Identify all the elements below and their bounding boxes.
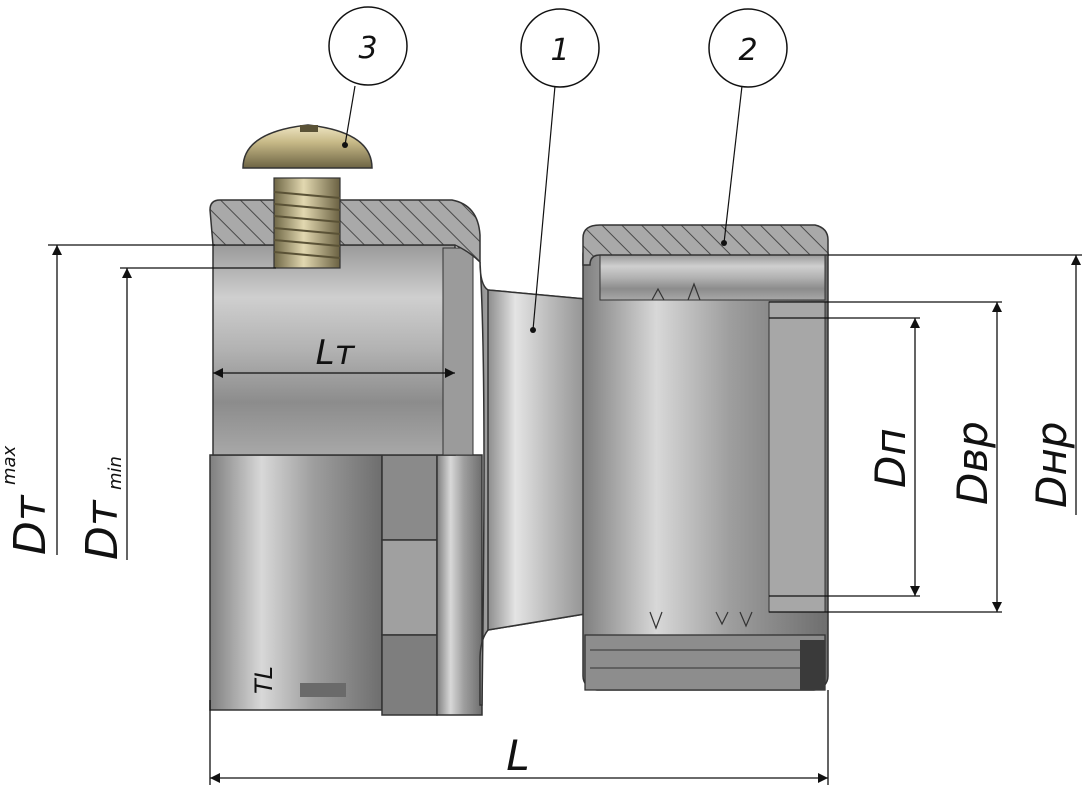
union-nut bbox=[582, 224, 829, 691]
leader-dot-2 bbox=[721, 240, 727, 246]
socket-body: ТL bbox=[209, 199, 483, 716]
callout-2-label: 2 bbox=[738, 33, 757, 68]
callout-3-label: 3 bbox=[358, 31, 377, 66]
dvr-label: Dвр bbox=[948, 421, 997, 505]
label-dt-max: Dт max bbox=[0, 445, 56, 555]
callout-1: 1 bbox=[520, 8, 600, 88]
nut-lower-ring bbox=[584, 634, 826, 691]
marking-text: ТL bbox=[250, 666, 278, 694]
teeth-bottom bbox=[649, 611, 753, 630]
teeth-top bbox=[651, 282, 701, 301]
dt-max-text: Dт bbox=[5, 494, 56, 555]
dnr-label: Dнр bbox=[1027, 422, 1076, 508]
socket-lower-body bbox=[209, 454, 383, 711]
dt-min-text: Dт bbox=[77, 499, 128, 560]
dt-max-sup: max bbox=[0, 445, 20, 485]
dp-label: Dп bbox=[866, 428, 915, 488]
l-label: L bbox=[506, 731, 529, 780]
callout-3: 3 bbox=[328, 6, 408, 86]
nut-bore bbox=[599, 254, 826, 301]
leader-dot-1 bbox=[530, 327, 536, 333]
cone-main bbox=[487, 289, 598, 631]
hex-face-1 bbox=[381, 454, 438, 541]
dimension-lines bbox=[48, 244, 1082, 785]
callout-2: 2 bbox=[708, 8, 788, 88]
dt-min-sub: min bbox=[105, 456, 126, 490]
nut-wall-section bbox=[582, 224, 829, 266]
screw-slot bbox=[300, 125, 318, 132]
socket-bore-step bbox=[442, 247, 474, 456]
nut-inner-right bbox=[768, 301, 826, 613]
body-marking: ТL bbox=[250, 666, 346, 697]
callout-leaders bbox=[344, 85, 743, 331]
hex-face-3 bbox=[381, 634, 438, 716]
socket-bore bbox=[212, 244, 456, 456]
hex-face-4 bbox=[436, 454, 483, 716]
label-dt-min: Dт min bbox=[77, 456, 128, 560]
leader-dot-3 bbox=[342, 142, 348, 148]
nut-dark-edge bbox=[800, 640, 825, 690]
callout-1-label: 1 bbox=[550, 33, 569, 68]
clamp-screw bbox=[242, 124, 373, 269]
marking-stamp bbox=[300, 683, 346, 697]
lt-label: Lт bbox=[316, 333, 356, 373]
hex-face-2 bbox=[381, 539, 438, 636]
